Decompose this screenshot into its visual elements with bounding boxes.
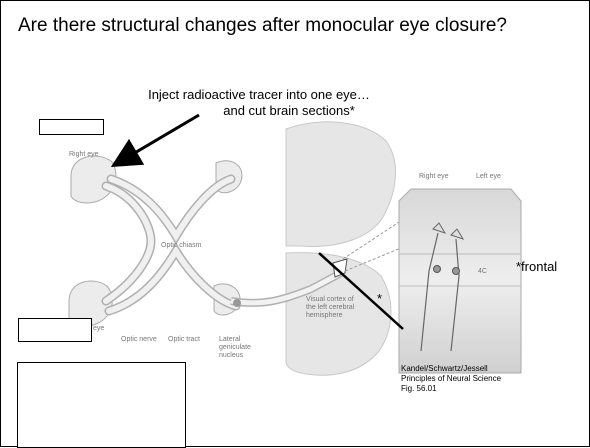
brain-upper-hemisphere <box>286 122 395 247</box>
label-inset-right-eye: Right eye <box>419 173 449 180</box>
label-left-eye-partial: eye <box>93 325 104 332</box>
label-visual-cortex-1: Visual cortex of <box>306 296 354 303</box>
blank-box-top <box>39 119 104 135</box>
label-visual-cortex-2: the left cerebral <box>306 304 355 311</box>
label-visual-cortex-3: hemisphere <box>306 312 343 319</box>
label-lgn-3: nucleus <box>219 352 244 359</box>
citation: Kandel/Schwartz/Jessell Principles of Ne… <box>401 364 501 394</box>
label-optic-tract: Optic tract <box>168 336 200 343</box>
arrow-to-right-eye <box>116 115 199 164</box>
label-lgn-2: geniculate <box>219 344 251 351</box>
blank-box-middle <box>18 318 92 342</box>
label-inset-left-eye: Left eye <box>476 173 501 180</box>
label-lgn-1: Lateral <box>219 336 241 343</box>
frontal-label: *frontal <box>516 259 557 274</box>
lgn-nucleus <box>233 299 241 307</box>
label-layer-4c: 4C <box>478 268 487 275</box>
citation-book: Principles of Neural Science <box>401 374 501 384</box>
asterisk-marker: * <box>377 291 382 306</box>
citation-authors: Kandel/Schwartz/Jessell <box>401 364 501 374</box>
label-optic-chiasm: Optic chiasm <box>161 242 202 249</box>
label-right-eye: Right eye <box>69 151 99 158</box>
cortex-inset <box>399 189 521 373</box>
blank-box-large <box>17 362 186 448</box>
citation-figure: Fig. 56.01 <box>401 384 501 394</box>
label-optic-nerve: Optic nerve <box>121 336 157 343</box>
